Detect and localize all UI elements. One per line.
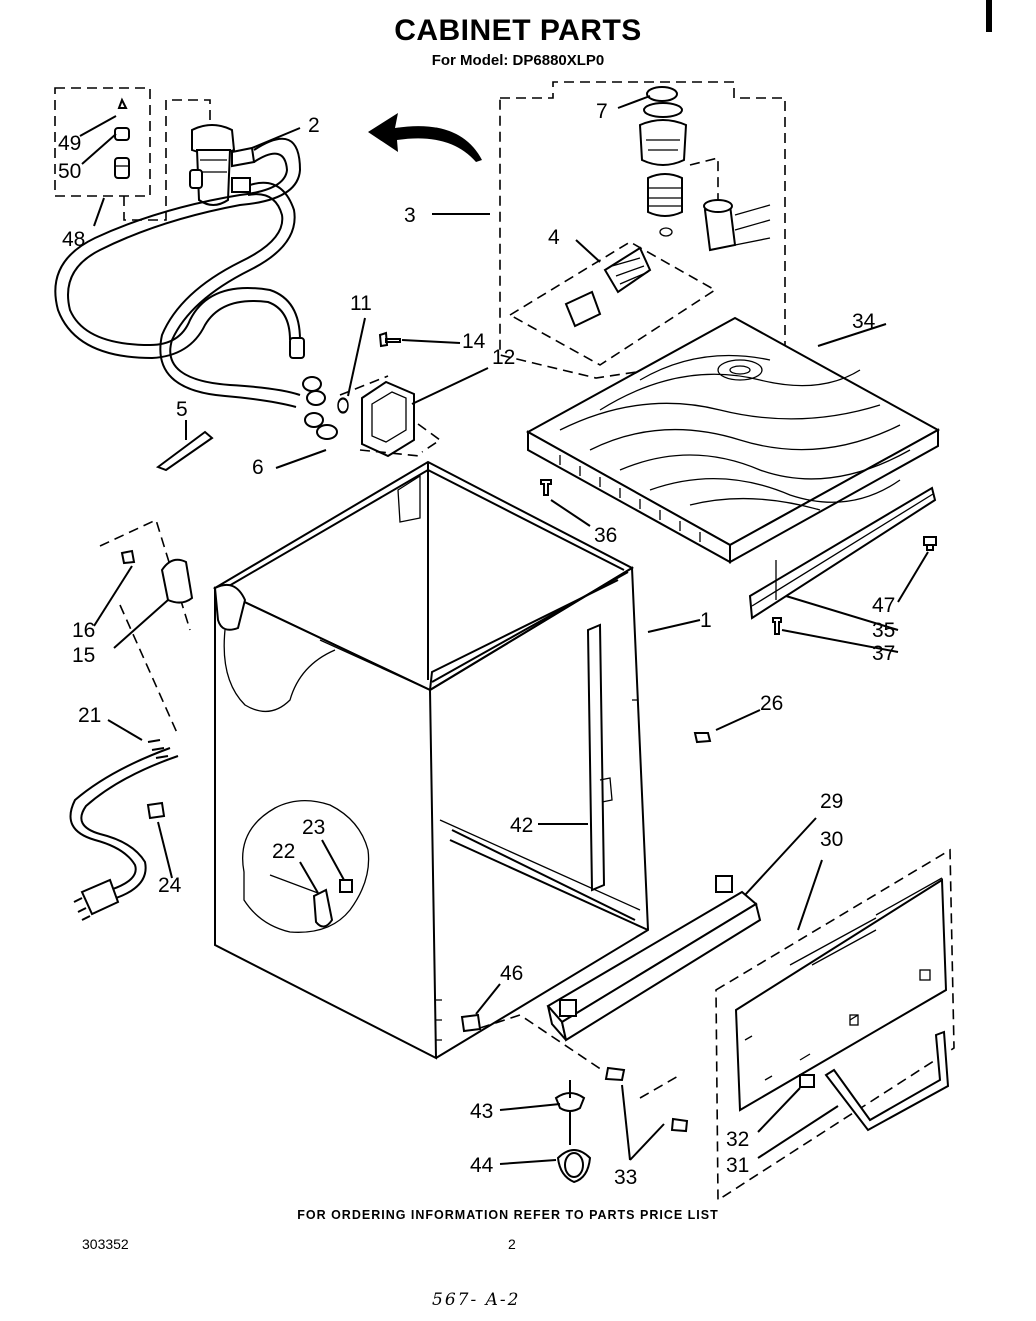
- callout-11: 11: [350, 292, 372, 315]
- model-subtitle: For Model: DP6880XLP0: [431, 52, 605, 69]
- callout-34: 34: [852, 310, 876, 333]
- callout-33: 33: [614, 1166, 637, 1189]
- base-rail: [479, 875, 762, 1099]
- callout-48: 48: [62, 228, 85, 251]
- callout-26: 26: [760, 692, 783, 715]
- page-title: CABINET PARTS: [394, 14, 642, 47]
- callout-43: 43: [470, 1100, 493, 1123]
- callout-37: 37: [872, 642, 895, 665]
- callout-29: 29: [820, 790, 843, 813]
- front-service-panel: [715, 848, 955, 1202]
- callout-49: 49: [58, 132, 81, 155]
- hose-clamps: [302, 376, 349, 440]
- document-number: 303352: [82, 1236, 129, 1252]
- callout-12: 12: [492, 346, 515, 369]
- callout-2: 2: [308, 114, 320, 137]
- callout-22: 22: [272, 840, 295, 863]
- water-filter-housing: [189, 124, 256, 206]
- callout-5: 5: [176, 398, 188, 421]
- callout-7: 7: [596, 100, 608, 123]
- callout-35: 35: [872, 619, 895, 642]
- handwritten-note: 567- A-2: [432, 1290, 521, 1310]
- callout-31: 31: [726, 1154, 749, 1177]
- page-number: 2: [508, 1236, 516, 1252]
- mounting-bracket: [339, 375, 442, 458]
- main-cabinet: [212, 460, 650, 1060]
- callout-32: 32: [726, 1128, 749, 1151]
- callout-47: 47: [872, 594, 895, 617]
- callout-30: 30: [820, 828, 843, 851]
- callout-46: 46: [500, 962, 523, 985]
- callout-24: 24: [158, 874, 182, 897]
- callout-50: 50: [58, 160, 81, 183]
- callout-36: 36: [594, 524, 617, 547]
- power-cord-assembly: [69, 518, 194, 921]
- callout-numbers: 1 2 3 4 5 6 7 11 12 14 15 16 21 22 23 24…: [58, 100, 895, 1189]
- callout-42: 42: [510, 814, 533, 837]
- callout-6: 6: [252, 456, 264, 479]
- small-fasteners: [155, 397, 349, 472]
- callout-3: 3: [404, 204, 416, 227]
- side-rail: [748, 486, 937, 620]
- callout-21: 21: [78, 704, 101, 727]
- callout-1: 1: [700, 609, 712, 632]
- filter-detail-box: [54, 87, 211, 221]
- callout-15: 15: [72, 644, 95, 667]
- direction-arrow: [368, 113, 482, 162]
- callout-14: 14: [462, 330, 486, 353]
- callout-23: 23: [302, 816, 325, 839]
- screws: [120, 331, 937, 1133]
- scan-edge-mark: [986, 0, 992, 32]
- ordering-note: FOR ORDERING INFORMATION REFER TO PARTS …: [297, 1208, 719, 1222]
- leveling-feet: [554, 1080, 592, 1184]
- wood-top-panel: [525, 316, 941, 564]
- callout-4: 4: [548, 226, 560, 249]
- drain-hose: [54, 137, 305, 408]
- callout-44: 44: [470, 1154, 494, 1177]
- leader-lines: [79, 95, 929, 1165]
- callout-16: 16: [72, 619, 95, 642]
- vacuum-breaker-box: [499, 81, 786, 379]
